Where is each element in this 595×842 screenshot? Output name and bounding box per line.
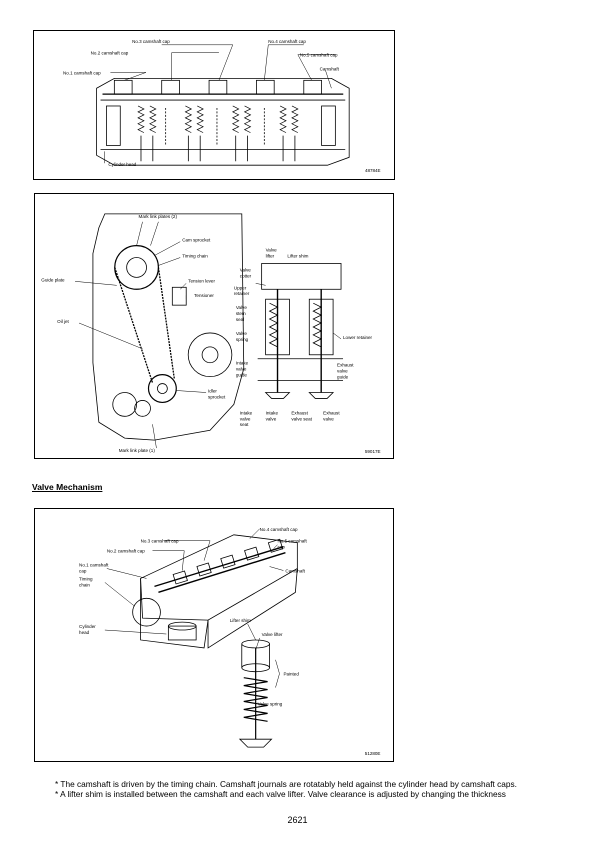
- label-intake-seat-2: valve: [240, 416, 251, 421]
- label-valve-spring: Valve spring: [258, 701, 283, 706]
- notes-list: * The camshaft is driven by the timing c…: [55, 779, 575, 799]
- label-lifter-shim: Lifter shim: [230, 618, 251, 623]
- label-cap3: No.3 camshaft cap: [132, 39, 170, 44]
- label-cap5-1: No.5 camshaft: [277, 539, 307, 544]
- figure-code: 48784E: [365, 168, 381, 173]
- label-guide-plate: Guide plate: [41, 277, 65, 282]
- label-intake-seat-1: Intake: [240, 410, 253, 415]
- label-lower-retainer: Lower retainer: [343, 335, 373, 340]
- label-exhaust-guide-2: valve: [337, 369, 348, 374]
- label-upper-retainer-1: Upper: [234, 285, 247, 290]
- label-upper-retainer-2: retainer: [234, 291, 250, 296]
- label-intake-valve-1: Intake: [266, 410, 279, 415]
- label-valve-lifter-2: lifter: [266, 254, 275, 259]
- label-cylinder-head-1: Cylinder: [79, 624, 96, 629]
- note-item: * A lifter shim is installed between the…: [55, 788, 506, 799]
- figure-timing-chain-valves: Mark link plates (2) Cam sprocket Timing…: [34, 193, 394, 459]
- label-valve-spring-1: Valve: [236, 331, 248, 336]
- figure-code: 59017E: [365, 449, 381, 454]
- label-valve-lifter-1: Valve: [266, 248, 278, 253]
- label-valve-cotter-2: cotter: [240, 273, 252, 278]
- label-timing-chain: Timing chain: [182, 254, 208, 259]
- section-heading: Valve Mechanism: [32, 482, 103, 492]
- label-cap1: No.1 camshaft cap: [63, 70, 101, 75]
- label-valve-spring-2: spring: [236, 337, 249, 342]
- timing-chain-drawing: Mark link plates (2) Cam sprocket Timing…: [41, 213, 381, 454]
- label-camshaft: Camshaft: [320, 66, 340, 71]
- label-cap2: No.2 camshaft cap: [91, 51, 129, 56]
- label-valve-stem-seal-2: stem: [236, 311, 246, 316]
- label-intake-guide-2: valve: [236, 367, 247, 372]
- figure-cylinder-head-section: No.3 camshaft cap No.4 camshaft cap No.2…: [33, 30, 395, 180]
- page-number: 2621: [287, 815, 308, 825]
- label-cap3: No.3 camshaft cap: [141, 539, 179, 544]
- figure-code: 51280E: [365, 751, 381, 756]
- label-camshaft: Camshaft: [285, 568, 305, 573]
- label-cap5: No.5 camshaft cap: [300, 53, 338, 58]
- label-idler-1: Idler: [208, 388, 217, 393]
- label-exhaust-valve-1: Exhaust: [323, 410, 340, 415]
- label-intake-valve-2: valve: [266, 416, 277, 421]
- label-mark-link-plates-2: Mark link plates (2): [139, 214, 178, 219]
- label-intake-seat-3: seat: [240, 422, 249, 427]
- label-oil-jet: Oil jet: [57, 319, 69, 324]
- label-cap4: No.4 camshaft cap: [260, 527, 298, 532]
- label-valve-stem-seal-1: Valve: [236, 305, 248, 310]
- cylinder-head-drawing: No.3 camshaft cap No.4 camshaft cap No.2…: [63, 39, 381, 173]
- label-cap1-2: cap: [79, 568, 87, 573]
- figure-valve-mechanism: No.4 camshaft cap No.3 camshaft cap No.5…: [34, 508, 394, 762]
- label-exhaust-valve-2: valve: [323, 416, 334, 421]
- label-valve-stem-seal-3: seal: [236, 317, 244, 322]
- label-painted: Painted: [283, 672, 299, 677]
- label-cylinder-head-2: head: [79, 630, 90, 635]
- label-intake-guide-3: guide: [236, 373, 248, 378]
- label-exhaust-guide-1: Exhaust: [337, 363, 354, 368]
- label-mark-link-plate-1: Mark link plate (1): [119, 448, 156, 453]
- label-intake-guide-1: Intake: [236, 361, 249, 366]
- label-valve-cotter-1: Valve: [240, 267, 252, 272]
- label-exhaust-seat-1: Exhaust: [291, 410, 308, 415]
- label-cam-sprocket: Cam sprocket: [182, 238, 211, 243]
- label-lifter-shim: Lifter shim: [287, 254, 308, 259]
- label-cap4: No.4 camshaft cap: [268, 39, 306, 44]
- label-tensioner: Tensioner: [194, 293, 214, 298]
- note-item: * The camshaft is driven by the timing c…: [55, 779, 517, 789]
- label-cap1-1: No.1 camshaft: [79, 563, 109, 568]
- label-cylinder-head: Cylinder head: [108, 162, 136, 167]
- label-timing-chain-2: chain: [79, 582, 90, 587]
- valve-mechanism-drawing: No.4 camshaft cap No.3 camshaft cap No.5…: [79, 527, 381, 756]
- label-idler-2: sprocket: [208, 394, 226, 399]
- label-tension-lever: Tension lever: [188, 278, 215, 283]
- label-cap2: No.2 camshaft cap: [107, 549, 145, 554]
- label-exhaust-seat-2: valve seat: [291, 416, 312, 421]
- label-cap5-2: cap: [277, 545, 285, 550]
- label-timing-chain-1: Timing: [79, 576, 93, 581]
- label-valve-lifter: Valve lifter: [262, 632, 283, 637]
- label-exhaust-guide-3: guide: [337, 375, 349, 380]
